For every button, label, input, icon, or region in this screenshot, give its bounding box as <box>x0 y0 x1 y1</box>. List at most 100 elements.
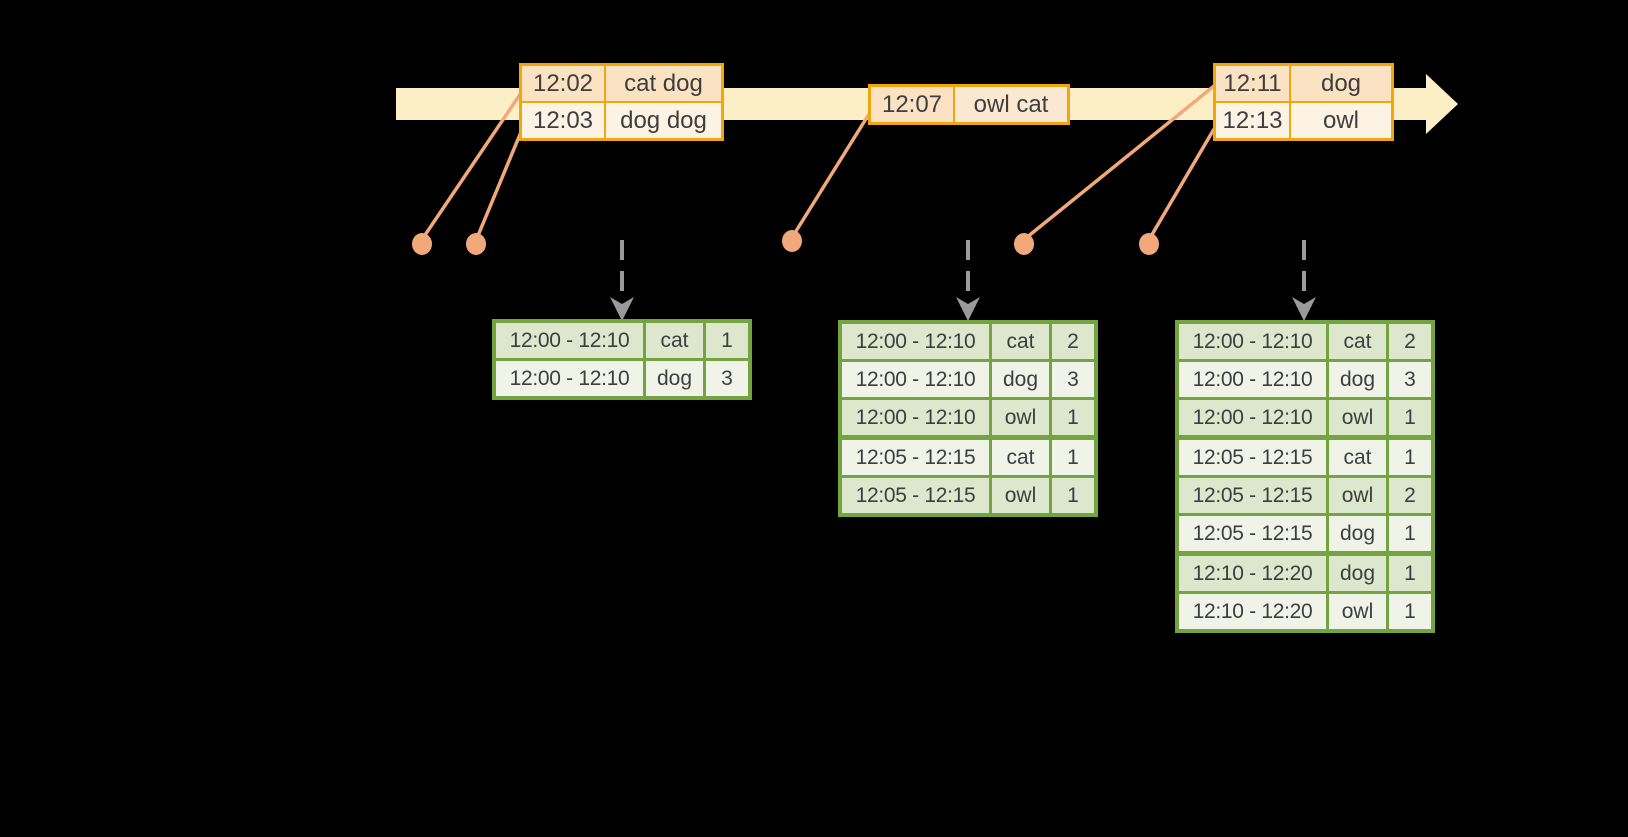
connector-line <box>1148 128 1216 239</box>
event-words-cell: owl cat <box>955 87 1067 122</box>
count-cell: 3 <box>706 361 748 396</box>
flow-arrows <box>620 240 1306 299</box>
word-cell: owl <box>992 478 1049 513</box>
down-arrow-icon <box>956 297 980 321</box>
event-time-cell: 12:07 <box>871 87 953 122</box>
word-cell: cat <box>1329 324 1386 359</box>
event-dot-icon <box>782 230 802 252</box>
connector-line <box>475 131 523 239</box>
window-cell: 12:05 - 12:15 <box>842 440 989 475</box>
count-cell: 1 <box>1389 556 1431 591</box>
event-time-cell: 12:03 <box>522 103 604 138</box>
window-cell: 12:00 - 12:10 <box>842 362 989 397</box>
word-cell: owl <box>1329 478 1386 513</box>
event-words-cell: dog <box>1291 66 1391 101</box>
word-cell: owl <box>1329 594 1386 629</box>
word-cell: dog <box>992 362 1049 397</box>
count-cell: 2 <box>1052 324 1094 359</box>
word-cell: dog <box>1329 556 1386 591</box>
window-cell: 12:05 - 12:15 <box>1179 516 1326 551</box>
window-cell: 12:00 - 12:10 <box>496 323 643 358</box>
word-cell: cat <box>1329 440 1386 475</box>
count-cell: 1 <box>1389 516 1431 551</box>
window-cell: 12:00 - 12:10 <box>842 324 989 359</box>
window-cell: 12:00 - 12:10 <box>1179 362 1326 397</box>
count-cell: 1 <box>1389 440 1431 475</box>
word-cell: owl <box>1329 400 1386 435</box>
count-cell: 1 <box>1389 594 1431 629</box>
timeline-arrowhead-icon <box>1426 74 1458 134</box>
word-cell: dog <box>1329 362 1386 397</box>
event-dot-icon <box>1014 233 1034 255</box>
event-time-cell: 12:11 <box>1216 66 1289 101</box>
word-cell: dog <box>646 361 703 396</box>
event-time-cell: 12:13 <box>1216 103 1289 138</box>
connector-line <box>421 92 523 239</box>
flow-arrowheads <box>610 297 1316 321</box>
count-cell: 1 <box>1052 478 1094 513</box>
event-time-cell: 12:02 <box>522 66 604 101</box>
window-cell: 12:00 - 12:10 <box>496 361 643 396</box>
word-cell: owl <box>992 400 1049 435</box>
event-dot-icon <box>412 233 432 255</box>
event-dot-icon <box>1139 233 1159 255</box>
window-cell: 12:05 - 12:15 <box>1179 440 1326 475</box>
word-cell: cat <box>992 324 1049 359</box>
connector-line <box>791 113 871 237</box>
event-words-cell: cat dog <box>606 66 721 101</box>
window-cell: 12:05 - 12:15 <box>1179 478 1326 513</box>
count-cell: 2 <box>1389 324 1431 359</box>
window-cell: 12:10 - 12:20 <box>1179 594 1326 629</box>
window-cell: 12:10 - 12:20 <box>1179 556 1326 591</box>
count-cell: 1 <box>1052 400 1094 435</box>
down-arrow-icon <box>610 297 634 321</box>
count-cell: 3 <box>1389 362 1431 397</box>
window-cell: 12:00 - 12:10 <box>1179 400 1326 435</box>
event-words-cell: owl <box>1291 103 1391 138</box>
event-words-cell: dog dog <box>606 103 721 138</box>
word-cell: dog <box>1329 516 1386 551</box>
event-markers <box>412 230 1159 255</box>
down-arrow-icon <box>1292 297 1316 321</box>
count-cell: 2 <box>1389 478 1431 513</box>
event-dot-icon <box>466 233 486 255</box>
window-cell: 12:05 - 12:15 <box>842 478 989 513</box>
window-cell: 12:00 - 12:10 <box>1179 324 1326 359</box>
word-cell: cat <box>992 440 1049 475</box>
count-cell: 3 <box>1052 362 1094 397</box>
count-cell: 1 <box>1052 440 1094 475</box>
count-cell: 1 <box>706 323 748 358</box>
window-cell: 12:00 - 12:10 <box>842 400 989 435</box>
